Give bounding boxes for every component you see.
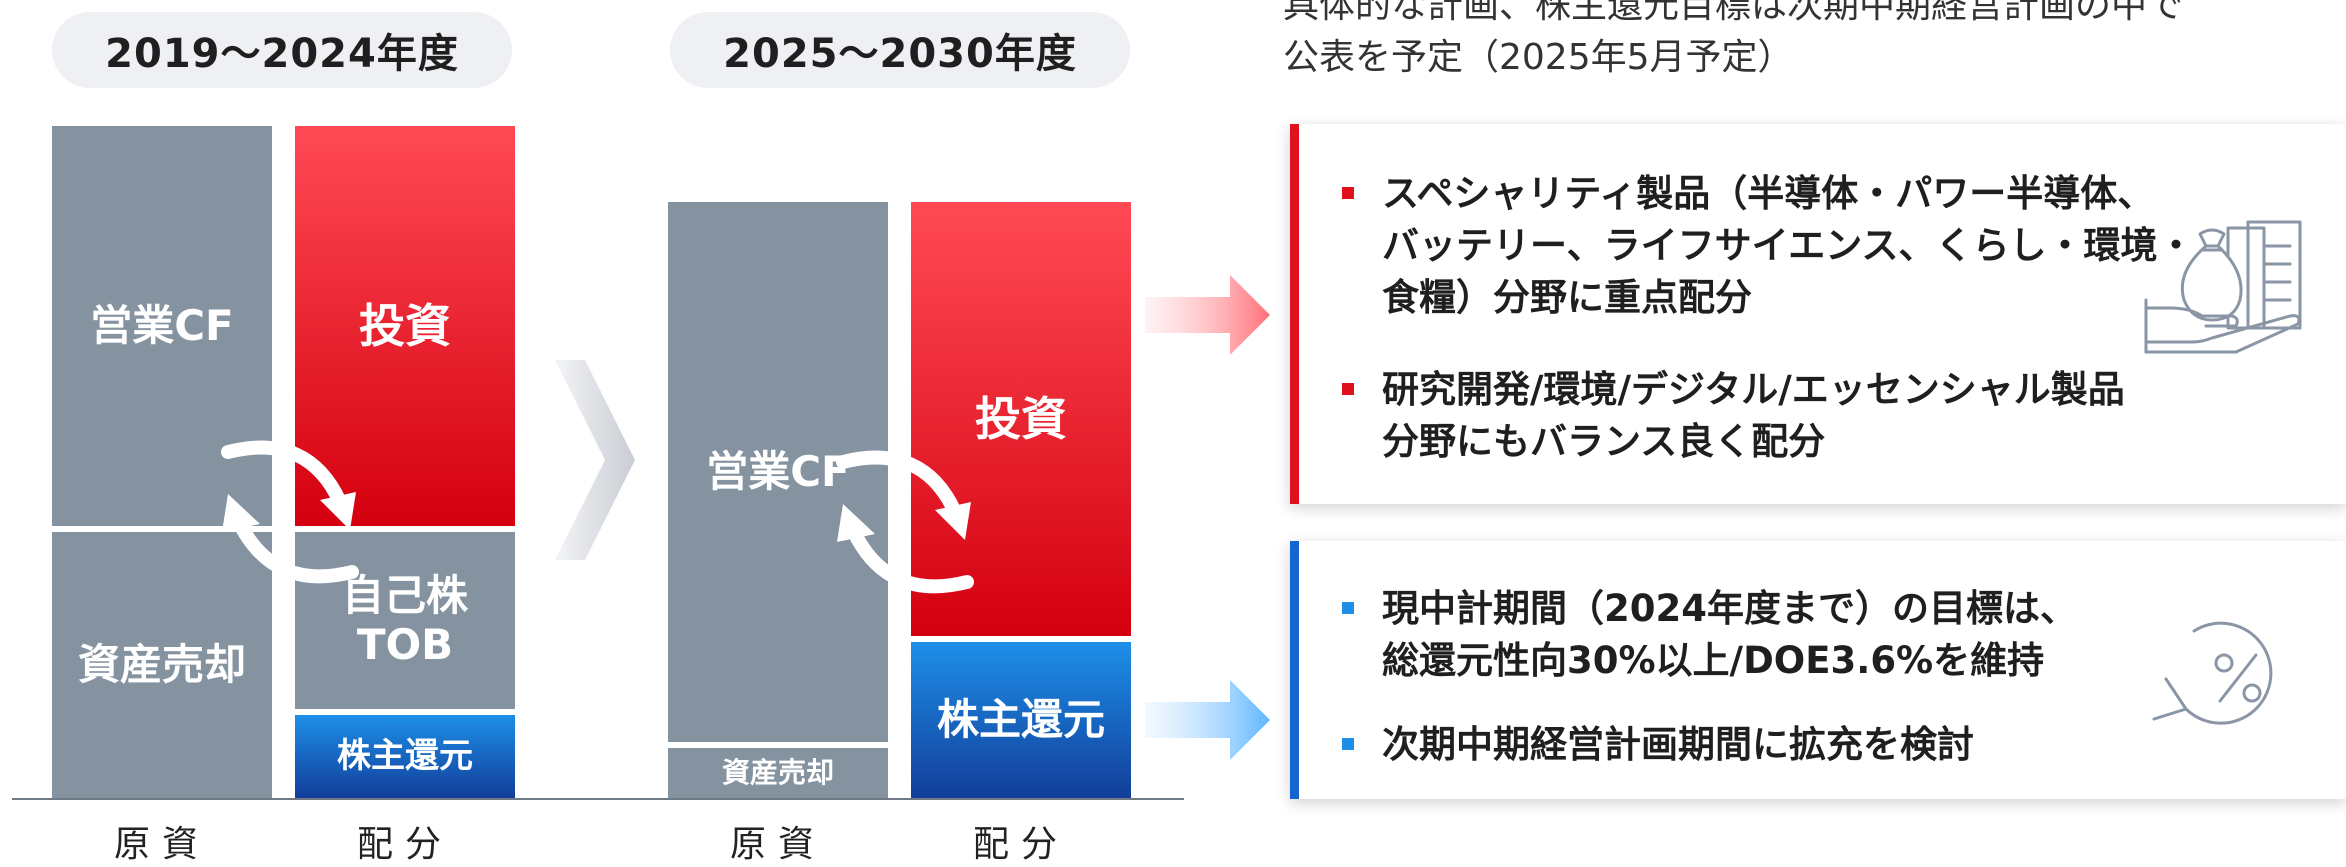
investment-bullet-mark-1 bbox=[1342, 187, 1354, 199]
left-tob-label: TOB bbox=[356, 619, 454, 669]
investment-card-accent bbox=[1290, 124, 1299, 504]
investment-bullet-2-line1: 研究開発/環境/デジタル/エッセンシャル製品 bbox=[1382, 368, 2125, 411]
left-cycle-arrows-icon bbox=[221, 440, 359, 584]
left-investment-label: 投資 bbox=[359, 298, 451, 353]
right-operating-cf-label: 営業CF bbox=[706, 446, 850, 496]
left-axis-source: 原資 bbox=[113, 824, 210, 865]
return-bullet-mark-1 bbox=[1342, 602, 1354, 614]
return-card-accent bbox=[1290, 541, 1299, 799]
investment-bullet-1-line3: 食糧）分野に重点配分 bbox=[1382, 276, 1752, 319]
return-bullet-1-line1: 現中計期間（2024年度まで）の目標は、 bbox=[1382, 587, 2077, 630]
left-period-label: 2019～2024年度 bbox=[52, 12, 512, 88]
return-bullet-2-line1: 次期中期経営計画期間に拡充を検討 bbox=[1382, 723, 1974, 766]
percent-return-icon bbox=[2152, 621, 2273, 725]
top-note-line1: 具体的な計画、株主還元目標は次期中期経営計画の中で bbox=[1283, 0, 2184, 26]
right-axis-source: 原資 bbox=[729, 824, 826, 865]
investment-flow-arrow-icon bbox=[1145, 275, 1270, 355]
right-investment-bar: 投資 bbox=[911, 202, 1131, 636]
investment-bullet-1-line1: スペシャリティ製品（半導体・パワー半導体、 bbox=[1382, 172, 2155, 215]
left-treasury-tob-bar: 自己株 TOB bbox=[295, 532, 515, 709]
left-asset-sale-label: 資産売却 bbox=[77, 639, 246, 689]
return-bullet-1: 現中計期間（2024年度まで）の目標は、 総還元性向30%以上/DOE3.6%を… bbox=[1382, 583, 2077, 687]
right-investment-label: 投資 bbox=[975, 391, 1067, 446]
investment-card: スペシャリティ製品（半導体・パワー半導体、 バッテリー、ライフサイエンス、くらし… bbox=[1290, 124, 2346, 504]
return-bullet-mark-2 bbox=[1342, 738, 1354, 750]
right-shareholder-return-label: 株主還元 bbox=[936, 694, 1105, 744]
investment-bullet-1-line2: バッテリー、ライフサイエンス、くらし・環境・ bbox=[1382, 224, 2195, 267]
left-shareholder-return-label: 株主還元 bbox=[337, 735, 473, 776]
right-shareholder-return-bar: 株主還元 bbox=[911, 642, 1131, 798]
return-card: 現中計期間（2024年度まで）の目標は、 総還元性向30%以上/DOE3.6%を… bbox=[1290, 541, 2346, 799]
left-operating-cf-label: 営業CF bbox=[90, 300, 234, 350]
left-treasury-label: 自己株 bbox=[341, 571, 468, 621]
investment-bullet-mark-2 bbox=[1342, 383, 1354, 395]
left-shareholder-return-bar: 株主還元 bbox=[295, 715, 515, 798]
right-asset-sale-bar: 資産売却 bbox=[668, 748, 888, 798]
investment-bullet-1: スペシャリティ製品（半導体・パワー半導体、 バッテリー、ライフサイエンス、くらし… bbox=[1382, 168, 2195, 324]
return-bullet-1-line2: 総還元性向30%以上/DOE3.6%を維持 bbox=[1382, 639, 2045, 682]
transition-chevron-icon bbox=[555, 360, 635, 560]
left-asset-sale-bar: 資産売却 bbox=[52, 532, 272, 798]
left-axis-allocation: 配分 bbox=[356, 824, 453, 865]
top-note: 具体的な計画、株主還元目標は次期中期経営計画の中で 公表を予定（2025年5月予… bbox=[1283, 0, 2183, 84]
chart-baseline bbox=[12, 798, 1184, 800]
return-bullet-2: 次期中期経営計画期間に拡充を検討 bbox=[1382, 719, 1974, 771]
left-operating-cf-bar: 営業CF bbox=[52, 126, 272, 526]
money-bag-hand-icon bbox=[2144, 220, 2302, 354]
right-axis-allocation: 配分 bbox=[972, 824, 1069, 865]
return-flow-arrow-icon bbox=[1145, 680, 1270, 760]
right-asset-sale-label: 資産売却 bbox=[721, 755, 834, 789]
top-note-line2: 公表を予定（2025年5月予定） bbox=[1283, 37, 1794, 78]
left-investment-bar: 投資 bbox=[295, 126, 515, 526]
right-operating-cf-bar: 営業CF bbox=[668, 202, 888, 742]
right-period-label: 2025～2030年度 bbox=[670, 12, 1130, 88]
investment-bullet-2-line2: 分野にもバランス良く配分 bbox=[1382, 420, 1826, 463]
right-cycle-arrows-icon bbox=[836, 450, 974, 594]
investment-bullet-2: 研究開発/環境/デジタル/エッセンシャル製品 分野にもバランス良く配分 bbox=[1382, 364, 2125, 468]
